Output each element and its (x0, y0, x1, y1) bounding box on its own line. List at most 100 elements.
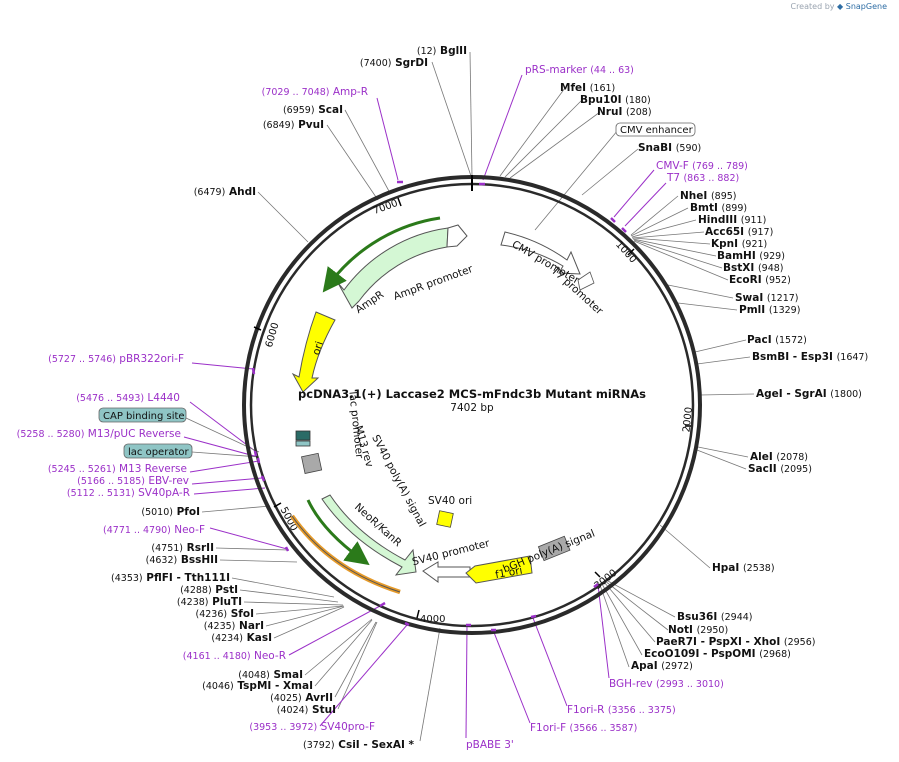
enzyme-label[interactable]: AleI (2078) (750, 451, 808, 463)
enzyme-label[interactable]: BsmBI - Esp3I (1647) (752, 351, 868, 363)
t7-promoter-feature[interactable] (577, 271, 595, 291)
primer-label[interactable]: (5245 .. 5261) M13 Reverse (48, 463, 187, 475)
enzyme-label[interactable]: HpaI (2538) (712, 562, 775, 574)
enzyme-label[interactable]: ApaI (2972) (631, 660, 693, 672)
tick-7000: 7000 (372, 198, 400, 217)
enzyme-label[interactable]: (4024) StuI (277, 704, 336, 716)
enzyme-label[interactable]: (12) BglII (417, 45, 467, 57)
enzyme-label[interactable]: PaeR7I - PspXI - XhoI (2956) (656, 636, 815, 648)
enzyme-label[interactable]: (4025) AvrII (270, 692, 333, 704)
enzyme-label[interactable]: AgeI - SgrAI (1800) (756, 388, 862, 400)
enzyme-label[interactable]: SnaBI (590) (638, 142, 701, 154)
snapgene-credit: Created by ◆ SnapGene (790, 2, 887, 11)
features (290, 216, 595, 595)
primer-marks (251, 180, 627, 632)
enzyme-label[interactable]: (6959) ScaI (283, 104, 343, 116)
enzyme-label[interactable]: (6849) PvuI (263, 119, 324, 131)
ampr-orf-line (322, 216, 441, 293)
enzyme-label[interactable]: Bsu36I (2944) (677, 611, 753, 623)
primer-label[interactable]: pBABE 3' (466, 739, 514, 751)
primer-label[interactable]: (5112 .. 5131) SV40pA-R (67, 487, 190, 499)
neor-orf-line (306, 499, 370, 566)
feature-ampr-promoter-label: AmpR promoter (392, 263, 475, 303)
leader-lines (201, 51, 755, 742)
m13-rev-feature[interactable] (301, 452, 323, 474)
primer-label[interactable]: pRS-marker (44 .. 63) (525, 64, 634, 76)
primer-label[interactable]: (4771 .. 4790) Neo-F (103, 524, 205, 536)
enzyme-label[interactable]: BamHI (929) (717, 250, 785, 262)
primer-label[interactable]: (3953 .. 3972) SV40pro-F (249, 721, 375, 733)
primer-label[interactable]: CMV-F (769 .. 789) (656, 160, 748, 172)
enzyme-label[interactable]: SacII (2095) (748, 463, 812, 475)
cmv-enhancer-box[interactable] (615, 122, 696, 137)
enzyme-label[interactable]: SwaI (1217) (735, 292, 799, 304)
primer-label[interactable]: (7029 .. 7048) Amp-R (262, 86, 368, 98)
enzyme-label[interactable]: BmtI (899) (690, 202, 747, 214)
enzyme-label[interactable]: (4632) BssHII (146, 554, 218, 566)
primer-label[interactable]: (5476 .. 5493) L4440 (76, 392, 180, 404)
cap-binding-site-label: CAP binding site (103, 411, 185, 422)
sv40-ori-feature[interactable] (436, 510, 454, 528)
feature-ori-label: ori (310, 340, 326, 357)
lac-operator-label: lac operator (128, 447, 189, 458)
ampr-promoter-feature[interactable] (446, 224, 468, 248)
primer-label[interactable]: BGH-rev (2993 .. 3010) (609, 678, 724, 690)
enzyme-label[interactable]: MfeI (161) (560, 82, 615, 94)
enzyme-label[interactable]: Bpu10I (180) (580, 94, 651, 106)
feature-bgh-polya-label: bGH poly(A) signal (501, 528, 596, 576)
enzyme-label[interactable]: EcoRI (952) (729, 274, 791, 286)
enzyme-label[interactable]: (4238) PluTI (177, 596, 242, 608)
enzyme-label[interactable]: (4048) SmaI (238, 669, 303, 681)
plasmid-length: 7402 bp (450, 402, 494, 414)
enzyme-label[interactable]: (4353) PflFI - Tth111I (111, 572, 230, 584)
primer-leader-lines (183, 74, 667, 739)
tick-4000: 4000 (420, 614, 445, 625)
f1-ori-feature[interactable] (465, 555, 533, 584)
lac-operator-box[interactable] (123, 443, 193, 459)
enzyme-label[interactable]: (4234) KasI (211, 632, 272, 644)
enzyme-label[interactable]: (4236) SfoI (196, 608, 255, 620)
enzyme-label[interactable]: (4288) PstI (180, 584, 238, 596)
cap-site-feature[interactable] (295, 440, 311, 447)
enzyme-label[interactable]: KpnI (921) (711, 238, 767, 250)
enzyme-label[interactable]: PacI (1572) (747, 334, 807, 346)
feature-neor-label: NeoR/KanR (352, 501, 404, 549)
enzyme-label[interactable]: NheI (895) (680, 190, 737, 202)
ori-feature[interactable] (291, 311, 336, 393)
enzyme-label[interactable]: EcoO109I - PspOMI (2968) (644, 648, 791, 660)
primer-label[interactable]: F1ori-R (3356 .. 3375) (567, 704, 676, 716)
lac-promoter-feature[interactable] (295, 430, 311, 441)
enzyme-label[interactable]: (6479) AhdI (194, 186, 256, 198)
enzyme-label[interactable]: (4046) TspMI - XmaI (202, 680, 313, 692)
primer-label[interactable]: (5166 .. 5185) EBV-rev (77, 475, 189, 487)
sv40-promoter-feature[interactable] (422, 561, 471, 583)
enzyme-label[interactable]: (4235) NarI (204, 620, 264, 632)
primer-label[interactable]: (5258 .. 5280) M13/pUC Reverse (17, 428, 181, 440)
primer-label[interactable]: F1ori-F (3566 .. 3587) (530, 722, 637, 734)
cmv-promoter-feature[interactable] (500, 231, 581, 275)
enzyme-label[interactable]: (4751) RsrII (151, 542, 214, 554)
primer-label[interactable]: (4161 .. 4180) Neo-R (183, 650, 286, 662)
bgh-polya-feature[interactable] (537, 535, 571, 562)
enzyme-label[interactable]: NotI (2950) (668, 624, 728, 636)
tick-marks (253, 197, 691, 619)
primer-label[interactable]: (5727 .. 5746) pBR322ori-F (48, 353, 184, 365)
enzyme-label[interactable]: (3792) CsiI - SexAI * (303, 739, 415, 751)
tick-2000: 2000 (681, 406, 695, 432)
cmv-enhancer-label: CMV enhancer (620, 125, 694, 136)
credit-prefix: Created by (790, 2, 835, 11)
neor-feature[interactable] (321, 494, 417, 576)
enzyme-label[interactable]: HindIII (911) (698, 214, 766, 226)
enzyme-label[interactable]: (5010) PfoI (141, 506, 200, 518)
enzyme-label[interactable]: Acc65I (917) (705, 226, 773, 238)
enzyme-label[interactable]: PmlI (1329) (739, 304, 800, 316)
plasmid-name: pcDNA3.1(+) Laccase2 MCS-mFndc3b Mutant … (298, 387, 646, 401)
feature-f1-ori-label: f1 ori (494, 565, 523, 582)
enzyme-label[interactable]: BstXI (948) (723, 262, 783, 274)
enzyme-label[interactable]: NruI (208) (597, 106, 652, 118)
enzyme-label[interactable]: (7400) SgrDI (360, 57, 428, 69)
snapgene-logo-icon: ◆ (837, 2, 844, 11)
backbone (242, 175, 702, 635)
primer-label[interactable]: T7 (863 .. 882) (666, 172, 739, 184)
cap-binding-site-box[interactable] (98, 407, 187, 423)
